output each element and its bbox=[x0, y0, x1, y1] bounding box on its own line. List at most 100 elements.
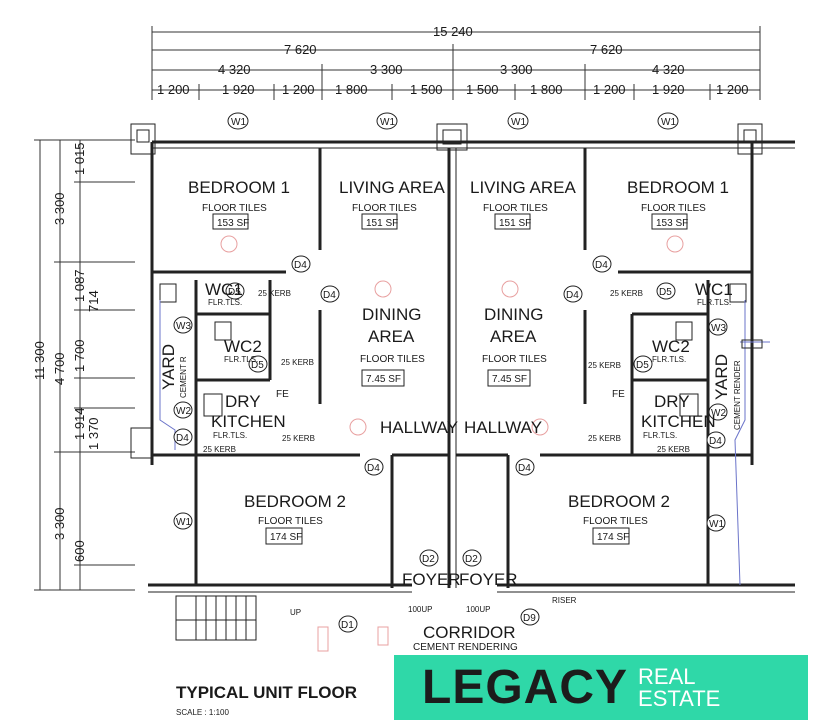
dim-detail-3: 1 200 bbox=[282, 82, 315, 97]
tag-d9: D9 bbox=[523, 613, 536, 624]
tag-w2-a: W2 bbox=[176, 406, 191, 417]
dining-left-label-2: AREA bbox=[368, 327, 415, 346]
kitchen-right-kerb: 25 KERB bbox=[588, 434, 621, 443]
kitchen-right-finish: FLR.TLS. bbox=[643, 431, 677, 440]
tag-w1-b: W1 bbox=[380, 117, 395, 128]
wc1-left-label: WC1 bbox=[205, 280, 243, 299]
riser-label: RISER bbox=[552, 596, 577, 605]
dim-total: 15 240 bbox=[433, 24, 473, 39]
right-unit: BEDROOM 1 FLOOR TILES 153 SF LIVING AREA… bbox=[459, 178, 742, 614]
kitchen-left-kerb: 25 KERB bbox=[282, 434, 315, 443]
tag-w1-d: W1 bbox=[661, 117, 676, 128]
kitchen-left-finish: FLR.TLS. bbox=[213, 431, 247, 440]
tag-d2-a: D2 bbox=[422, 554, 435, 565]
dim-detail-5: 1 500 bbox=[410, 82, 443, 97]
dim-detail-9: 1 920 bbox=[652, 82, 685, 97]
dim-half-right: 7 620 bbox=[590, 42, 623, 57]
legacy-banner: LEGACY REAL ESTATE bbox=[394, 655, 808, 720]
dim-section-2: 3 300 bbox=[370, 62, 403, 77]
wc1-right-finish: FLR.TLS. bbox=[697, 298, 731, 307]
dry-right-label: DRY bbox=[654, 392, 690, 411]
fe-right-label: FE bbox=[612, 389, 625, 400]
wc2-right-toilet-icon bbox=[675, 321, 693, 341]
dim-left-d4: 1 700 bbox=[72, 339, 87, 372]
wc2-left-label: WC2 bbox=[224, 337, 262, 356]
kitchen-left-label: KITCHEN bbox=[211, 412, 286, 431]
dim-left-d3: 714 bbox=[86, 290, 101, 312]
bedroom2-right-label: BEDROOM 2 bbox=[568, 492, 670, 511]
wc1-right-kerb: 25 KERB bbox=[610, 289, 643, 298]
dim-detail-2: 1 920 bbox=[222, 82, 255, 97]
legacy-logo: LEGACY bbox=[422, 661, 629, 714]
real-estate-wordmark: REAL ESTATE bbox=[638, 663, 721, 711]
tag-d4-f: D4 bbox=[709, 436, 722, 447]
living-left-finish: FLOOR TILES bbox=[352, 203, 417, 214]
kitchen-left-sink-icon bbox=[203, 393, 223, 417]
bedroom1-right-finish: FLOOR TILES bbox=[641, 203, 706, 214]
dim-left-d1: 1 015 bbox=[72, 142, 87, 175]
dim-detail-1: 1 200 bbox=[157, 82, 190, 97]
dim-detail-4: 1 800 bbox=[335, 82, 368, 97]
left-dimensions: 11 300 3 300 4 700 3 300 1 015 1 087 714… bbox=[32, 139, 135, 591]
foyer-left-up: 100UP bbox=[408, 605, 432, 614]
wc1-right-toilet-icon bbox=[729, 283, 747, 303]
bedroom1-right-area: 153 SF bbox=[656, 218, 688, 229]
dining-left-area: 7.45 SF bbox=[366, 374, 401, 385]
dim-left-total: 11 300 bbox=[32, 341, 47, 380]
stairs-up-label: UP bbox=[290, 608, 301, 617]
wc2-left-finish: FLR.TLS. bbox=[224, 355, 258, 364]
tag-d4-e: D4 bbox=[176, 433, 189, 444]
corridor: CORRIDOR CEMENT RENDERING bbox=[413, 623, 518, 653]
tag-d4-b: D4 bbox=[323, 290, 336, 301]
tag-d4-c: D4 bbox=[566, 290, 579, 301]
living-left-area: 151 SF bbox=[366, 218, 398, 229]
dim-left-1: 3 300 bbox=[52, 192, 67, 225]
yard-left-finish: CEMENT R bbox=[179, 356, 188, 398]
wc1-left-kerb: 25 KERB bbox=[258, 289, 291, 298]
wc1-left-toilet-icon bbox=[159, 283, 177, 303]
tag-d2-b: D2 bbox=[465, 554, 478, 565]
dim-detail-6: 1 500 bbox=[466, 82, 499, 97]
wc2-left-kerb: 25 KERB bbox=[281, 358, 314, 367]
bedroom1-left-finish: FLOOR TILES bbox=[202, 203, 267, 214]
tag-w1-f: W1 bbox=[709, 519, 724, 530]
tag-d5-a: D5 bbox=[228, 287, 241, 298]
dim-detail-8: 1 200 bbox=[593, 82, 626, 97]
living-right-finish: FLOOR TILES bbox=[483, 203, 548, 214]
dining-right-label-1: DINING bbox=[484, 305, 544, 324]
bedroom1-right-label: BEDROOM 1 bbox=[627, 178, 729, 197]
dining-left-label-1: DINING bbox=[362, 305, 422, 324]
bedroom2-right-area: 174 SF bbox=[597, 532, 629, 543]
living-left-label: LIVING AREA bbox=[339, 178, 445, 197]
living-right-area: 151 SF bbox=[499, 218, 531, 229]
wc1-right-label: WC1 bbox=[695, 280, 733, 299]
corridor-label: CORRIDOR bbox=[423, 623, 516, 642]
dim-detail-10: 1 200 bbox=[716, 82, 749, 97]
corridor-finish: CEMENT RENDERING bbox=[413, 642, 518, 653]
estate-text: ESTATE bbox=[638, 685, 721, 711]
plan-title: TYPICAL UNIT FLOOR bbox=[176, 683, 358, 702]
hallway-right-label: HALLWAY bbox=[464, 418, 542, 437]
top-dimensions: 15 240 7 620 7 620 4 320 3 300 3 300 4 3… bbox=[151, 24, 761, 100]
stairs: UP bbox=[175, 595, 301, 641]
dining-right-label-2: AREA bbox=[490, 327, 537, 346]
plan-scale: SCALE : 1:100 bbox=[176, 708, 229, 717]
dim-left-3: 3 300 bbox=[52, 507, 67, 540]
dim-section-4: 4 320 bbox=[652, 62, 685, 77]
living-right-label: LIVING AREA bbox=[470, 178, 576, 197]
tag-w1-a: W1 bbox=[231, 117, 246, 128]
tag-w3-b: W3 bbox=[711, 323, 726, 334]
bedroom2-left-area: 174 SF bbox=[270, 532, 302, 543]
tag-w3-a: W3 bbox=[176, 321, 191, 332]
hallway-left-label: HALLWAY bbox=[380, 418, 458, 437]
walls bbox=[130, 123, 795, 593]
tag-w1-c: W1 bbox=[511, 117, 526, 128]
tag-d1: D1 bbox=[341, 620, 354, 631]
yard-right-label: YARD bbox=[712, 354, 731, 400]
tag-d5-d: D5 bbox=[636, 360, 649, 371]
faint-markers bbox=[220, 235, 684, 652]
bedroom2-left-label: BEDROOM 2 bbox=[244, 492, 346, 511]
real-text: REAL bbox=[638, 663, 696, 689]
dim-left-d5: 1 914 bbox=[72, 407, 87, 440]
